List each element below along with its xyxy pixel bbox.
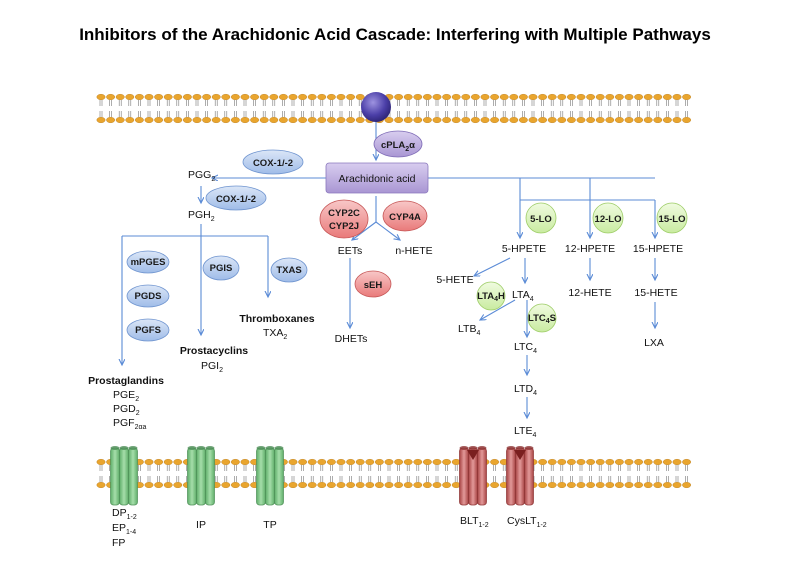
- diagram-title: Inhibitors of the Arachidonic Acid Casca…: [79, 25, 711, 44]
- svg-text:5-LO: 5-LO: [530, 214, 552, 225]
- pgfs-enzyme: PGFS: [126, 318, 170, 342]
- ep-receptor-label: EP1-4: [112, 522, 136, 536]
- cell-membrane-bottom: [96, 459, 691, 489]
- ltc4s-enzyme: LTC4S: [527, 303, 557, 333]
- cpla2-enzyme: cPLA2α: [373, 130, 423, 158]
- pgf2a-label: PGF2αa: [113, 417, 147, 431]
- cyp2c-cyp2j-enzyme: CYP2C CYP2J: [319, 199, 369, 239]
- blt-receptor: [459, 446, 487, 506]
- pgi2-label: PGI2: [201, 360, 223, 374]
- svg-text:sEH: sEH: [364, 280, 383, 291]
- txas-enzyme: TXAS: [270, 257, 308, 283]
- 12-hpete-label: 12-HPETE: [565, 243, 615, 255]
- lta4h-enzyme: LTA4H: [476, 281, 506, 311]
- pgds-enzyme: PGDS: [126, 284, 170, 308]
- cyslt-receptor-label: CysLT1-2: [507, 515, 547, 529]
- prostaglandins-label: Prostaglandins: [88, 375, 164, 387]
- cox-enzyme-mid: COX-1/-2: [205, 185, 267, 211]
- svg-text:PGIS: PGIS: [210, 263, 233, 274]
- 12-lo-enzyme: 12-LO: [592, 202, 624, 234]
- svg-text:COX-1/-2: COX-1/-2: [216, 194, 256, 205]
- cyslt-receptor: [506, 446, 534, 506]
- dp-ep-fp-receptor: [110, 446, 138, 506]
- 15-lo-enzyme: 15-LO: [656, 202, 688, 234]
- tp-receptor-label: TP: [263, 519, 276, 531]
- svg-text:15-LO: 15-LO: [659, 214, 686, 225]
- pge2-label: PGE2: [113, 389, 139, 403]
- dp-receptor-label: DP1-2: [112, 507, 137, 521]
- ip-receptor-label: IP: [196, 519, 206, 531]
- cell-membrane-top: [96, 93, 691, 123]
- prostacyclins-label: Prostacyclins: [180, 345, 248, 357]
- svg-text:LTC4S: LTC4S: [528, 313, 556, 325]
- svg-text:LTA4H: LTA4H: [477, 291, 505, 303]
- ltd4-label: LTD4: [514, 383, 537, 397]
- pgh2-label: PGH2: [188, 209, 215, 223]
- pgis-enzyme: PGIS: [202, 255, 240, 281]
- ltc4-label: LTC4: [514, 341, 537, 355]
- dhets-label: DHETs: [335, 333, 368, 345]
- svg-text:CYP2C: CYP2C: [328, 208, 360, 219]
- n-hete-label: n-HETE: [395, 245, 432, 257]
- cyp4a-enzyme: CYP4A: [382, 200, 428, 232]
- cox-enzyme-top: COX-1/-2: [242, 149, 304, 175]
- svg-text:TXAS: TXAS: [276, 265, 301, 276]
- svg-text:cPLA2α: cPLA2α: [381, 140, 415, 153]
- 15-hete-label: 15-HETE: [634, 287, 677, 299]
- seh-enzyme: sEH: [354, 270, 392, 298]
- eets-label: EETs: [338, 245, 363, 257]
- receptors-group: [110, 446, 534, 506]
- blt-receptor-label: BLT1-2: [460, 515, 489, 529]
- 15-hpete-label: 15-HPETE: [633, 243, 683, 255]
- 5-hpete-label: 5-HPETE: [502, 243, 546, 255]
- svg-text:COX-1/-2: COX-1/-2: [253, 158, 293, 169]
- svg-text:CYP4A: CYP4A: [389, 212, 421, 223]
- lte4-label: LTE4: [514, 425, 536, 439]
- svg-text:PGFS: PGFS: [135, 325, 161, 336]
- 12-hete-label: 12-HETE: [568, 287, 611, 299]
- svg-text:mPGES: mPGES: [131, 257, 166, 268]
- membrane-protein-ball: [361, 92, 391, 122]
- fp-receptor-label: FP: [112, 537, 125, 549]
- txa2-label: TXA2: [263, 327, 287, 341]
- mpges-enzyme: mPGES: [126, 250, 170, 274]
- ip-receptor: [187, 446, 215, 506]
- lta4-label: LTA4: [512, 289, 534, 303]
- tp-receptor: [256, 446, 284, 506]
- svg-text:PGDS: PGDS: [135, 291, 162, 302]
- svg-text:12-LO: 12-LO: [595, 214, 622, 225]
- arachidonic-acid-box: Arachidonic acid: [325, 162, 429, 194]
- pathway-arrows: [122, 120, 655, 418]
- pgd2-label: PGD2: [113, 403, 140, 417]
- lxa-label: LXA: [644, 337, 664, 349]
- ltb4-label: LTB4: [458, 323, 480, 337]
- 5-lo-enzyme: 5-LO: [525, 202, 557, 234]
- svg-text:CYP2J: CYP2J: [329, 221, 359, 232]
- 5-hete-label: 5-HETE: [436, 274, 473, 286]
- pgg2-label: PGG2: [188, 169, 215, 183]
- thromboxanes-label: Thromboxanes: [239, 313, 314, 325]
- svg-text:Arachidonic acid: Arachidonic acid: [338, 173, 415, 185]
